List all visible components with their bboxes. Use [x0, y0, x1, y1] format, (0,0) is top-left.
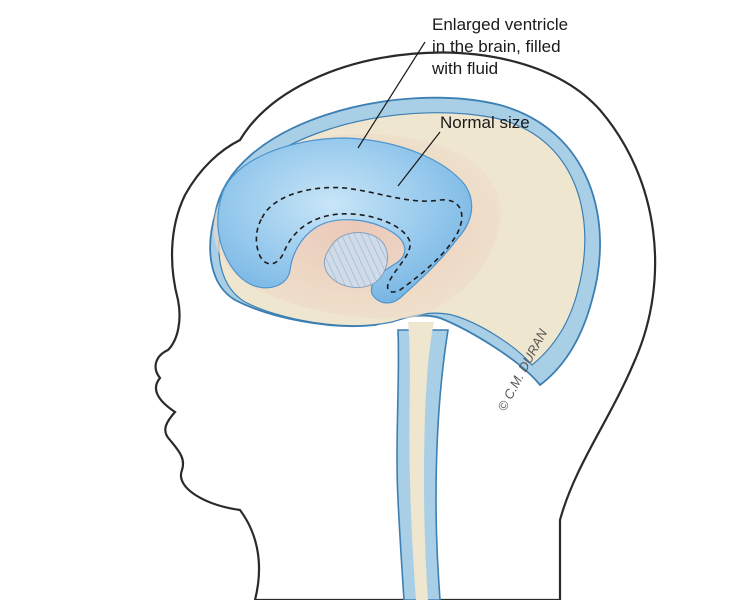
normal-size-label: Normal size: [440, 113, 530, 132]
brainstem: [408, 322, 434, 600]
enlarged-ventricle-label: Enlarged ventricle in the brain, filled …: [431, 15, 573, 78]
thalamus: [323, 232, 388, 289]
enlarged-ventricle-pointer: [357, 41, 426, 149]
enlarged-ventricle-label-line1: Enlarged ventricle: [432, 15, 568, 34]
normal-size-outline: [255, 186, 463, 293]
enlarged-ventricle-label-line3: with fluid: [431, 59, 498, 78]
enlarged-ventricle-label-line2: in the brain, filled: [432, 37, 561, 56]
normal-size-pointer: [397, 131, 441, 187]
